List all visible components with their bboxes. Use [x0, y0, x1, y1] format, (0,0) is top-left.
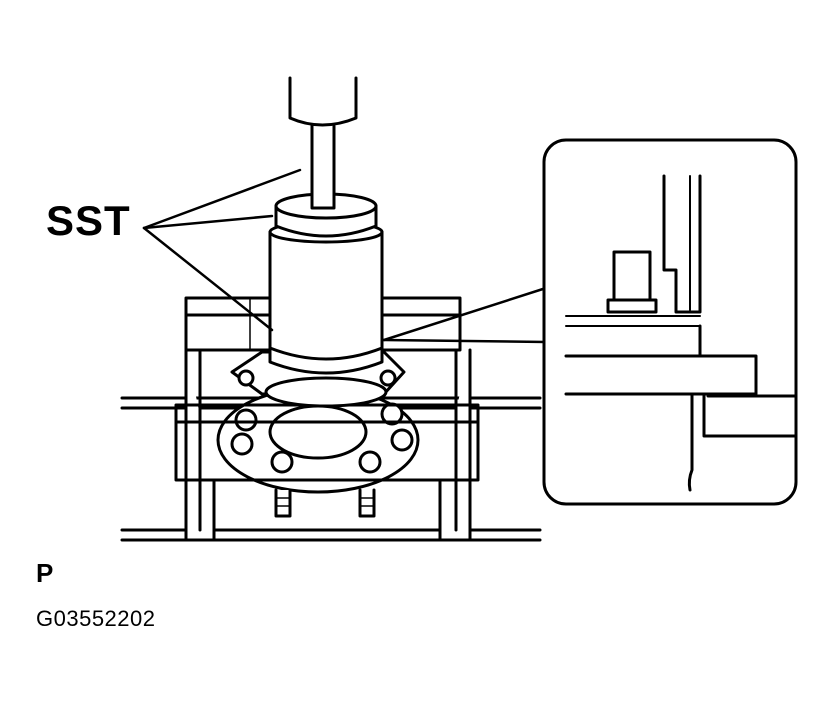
press-ram	[288, 76, 358, 210]
sst-cylinder	[268, 192, 384, 375]
figure-code-label: G03552202	[36, 606, 156, 631]
callout-connectors	[382, 286, 548, 344]
detail-callout-box	[542, 138, 798, 506]
view-code-label: P	[36, 558, 54, 588]
hub-studs	[274, 488, 376, 518]
press-legs	[184, 348, 472, 542]
sst-leader-lines	[142, 168, 302, 332]
sst-label: SST	[46, 197, 131, 244]
lower-support-plate	[174, 403, 480, 482]
